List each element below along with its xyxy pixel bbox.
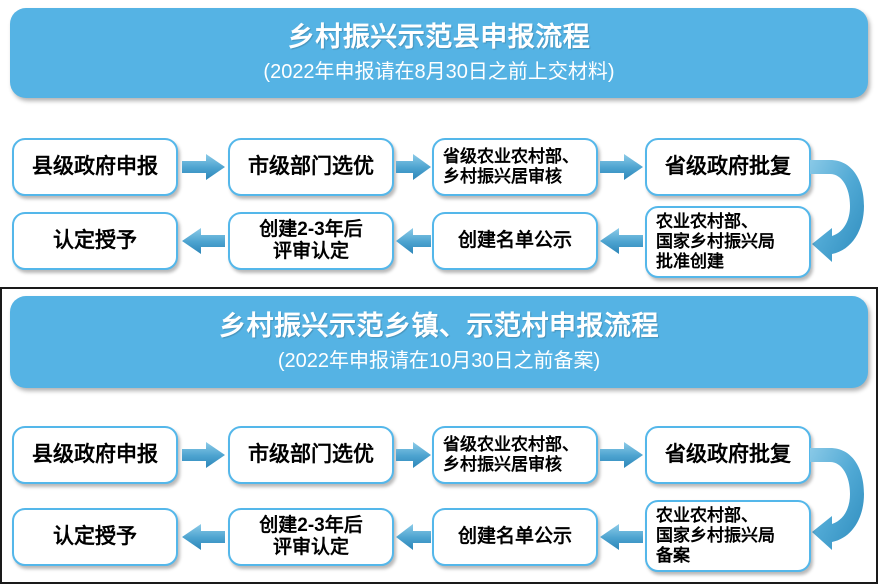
arrow-right-icon: [182, 442, 225, 468]
node-ministry-record-2[interactable]: 农业农村部、 国家乡村振兴局 备案: [645, 500, 811, 572]
banner-title: 乡村振兴示范乡镇、示范村申报流程: [219, 311, 659, 342]
section-banner-town-village: 乡村振兴示范乡镇、示范村申报流程 (2022年申报请在10月30日之前备案): [10, 296, 868, 388]
node-label: 农业农村部、 国家乡村振兴局 批准创建: [656, 211, 775, 272]
arrow-loop-down-icon: [810, 160, 864, 262]
node-label: 创建2-3年后 评审认定: [259, 218, 363, 262]
node-province-review[interactable]: 省级农业农村部、 乡村振兴居审核: [432, 138, 598, 196]
node-province-approve-2[interactable]: 省级政府批复: [645, 426, 811, 484]
node-label: 认定授予: [53, 228, 137, 252]
node-city-select[interactable]: 市级部门选优: [228, 138, 394, 196]
node-county-apply[interactable]: 县级政府申报: [12, 138, 178, 196]
node-review-after-years[interactable]: 创建2-3年后 评审认定: [228, 212, 394, 270]
arrow-left-icon: [600, 228, 643, 254]
arrow-right-icon: [396, 154, 431, 180]
node-label: 省级农业农村部、 乡村振兴居审核: [443, 146, 579, 186]
arrow-right-icon: [396, 442, 431, 468]
node-list-publicity-2[interactable]: 创建名单公示: [432, 508, 598, 566]
arrow-loop-down-icon: [810, 448, 864, 550]
node-label: 省级政府批复: [665, 442, 791, 466]
node-label: 市级部门选优: [248, 154, 374, 178]
node-label: 县级政府申报: [32, 442, 158, 466]
node-label: 省级农业农村部、 乡村振兴居审核: [443, 434, 579, 474]
banner-title: 乡村振兴示范县申报流程: [287, 22, 591, 53]
arrow-left-icon: [600, 524, 643, 550]
right-border-line: [876, 287, 878, 584]
node-ministry-approve[interactable]: 农业农村部、 国家乡村振兴局 批准创建: [645, 206, 811, 278]
node-label: 农业农村部、 国家乡村振兴局 备案: [656, 505, 775, 566]
arrow-left-icon: [182, 524, 225, 550]
node-list-publicity[interactable]: 创建名单公示: [432, 212, 598, 270]
left-border-line: [0, 287, 2, 584]
arrow-left-icon: [396, 228, 431, 254]
node-label: 省级政府批复: [665, 154, 791, 178]
node-county-apply-2[interactable]: 县级政府申报: [12, 426, 178, 484]
arrow-left-icon: [182, 228, 225, 254]
arrow-right-icon: [600, 154, 643, 180]
node-review-after-years-2[interactable]: 创建2-3年后 评审认定: [228, 508, 394, 566]
node-province-approve[interactable]: 省级政府批复: [645, 138, 811, 196]
node-certify-award[interactable]: 认定授予: [12, 212, 178, 270]
section-divider: [0, 287, 878, 289]
section-banner-county: 乡村振兴示范县申报流程 (2022年申报请在8月30日之前上交材料): [10, 8, 868, 98]
node-label: 创建名单公示: [457, 525, 572, 547]
bottom-border-line: [0, 582, 878, 584]
banner-subtitle: (2022年申报请在10月30日之前备案): [277, 349, 601, 372]
arrow-right-icon: [600, 442, 643, 468]
arrow-right-icon: [182, 154, 225, 180]
node-city-select-2[interactable]: 市级部门选优: [228, 426, 394, 484]
arrow-left-icon: [396, 524, 431, 550]
banner-subtitle: (2022年申报请在8月30日之前上交材料): [263, 60, 615, 83]
node-label: 创建名单公示: [457, 229, 572, 251]
node-label: 市级部门选优: [248, 442, 374, 466]
node-certify-award-2[interactable]: 认定授予: [12, 508, 178, 566]
node-label: 县级政府申报: [32, 154, 158, 178]
node-label: 认定授予: [53, 524, 137, 548]
node-label: 创建2-3年后 评审认定: [259, 514, 363, 558]
node-province-review-2[interactable]: 省级农业农村部、 乡村振兴居审核: [432, 426, 598, 484]
